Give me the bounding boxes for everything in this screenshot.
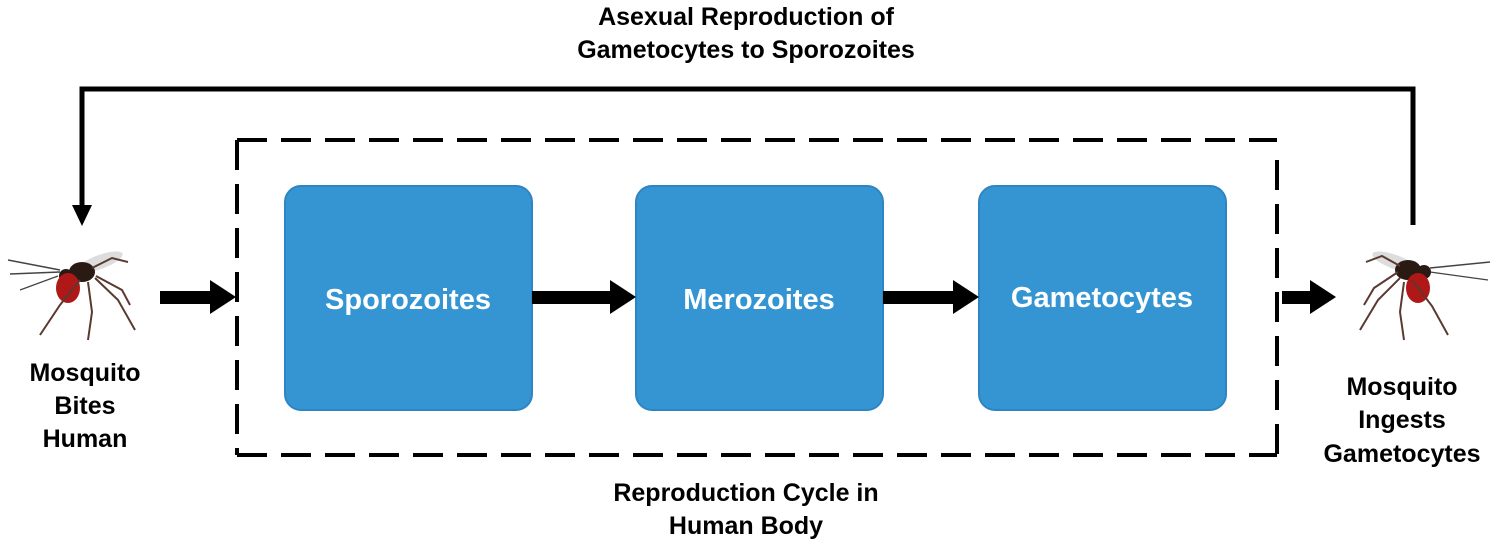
arrow-right-icon <box>1282 280 1336 314</box>
left-caption-line1: Mosquito <box>29 359 140 387</box>
mosquito-icon <box>1359 251 1491 341</box>
right-caption-line1: Mosquito <box>1346 373 1457 401</box>
left-caption-line3: Human <box>43 425 128 453</box>
left-caption-line2: Bites <box>54 392 115 420</box>
top-loop-arrow <box>72 86 1416 226</box>
right-caption-line3: Gametocytes <box>1323 440 1480 468</box>
top-label-line2: Gametocytes to Sporozoites <box>577 36 915 64</box>
arrow-right-icon <box>883 280 979 314</box>
stage-label-merozoites: Merozoites <box>683 284 834 316</box>
arrow-down-icon <box>72 205 92 226</box>
arrow-right-icon <box>532 280 636 314</box>
stage-box-sporozoites: Sporozoites <box>284 185 533 411</box>
stage-label-gametocytes: Gametocytes <box>1011 282 1193 314</box>
stage-box-gametocytes: Gametocytes <box>978 185 1227 411</box>
mosquito-icon <box>7 251 136 341</box>
stage-box-merozoites: Merozoites <box>635 185 884 411</box>
human-body-boundary <box>235 138 1279 457</box>
right-caption-line2: Ingests <box>1358 406 1446 434</box>
top-label-line1: Asexual Reproduction of <box>598 3 895 31</box>
bottom-label-line1: Reproduction Cycle in <box>613 479 878 507</box>
stage-label-sporozoites: Sporozoites <box>325 284 491 316</box>
bottom-label-line2: Human Body <box>669 512 823 540</box>
arrow-right-icon <box>160 280 236 314</box>
